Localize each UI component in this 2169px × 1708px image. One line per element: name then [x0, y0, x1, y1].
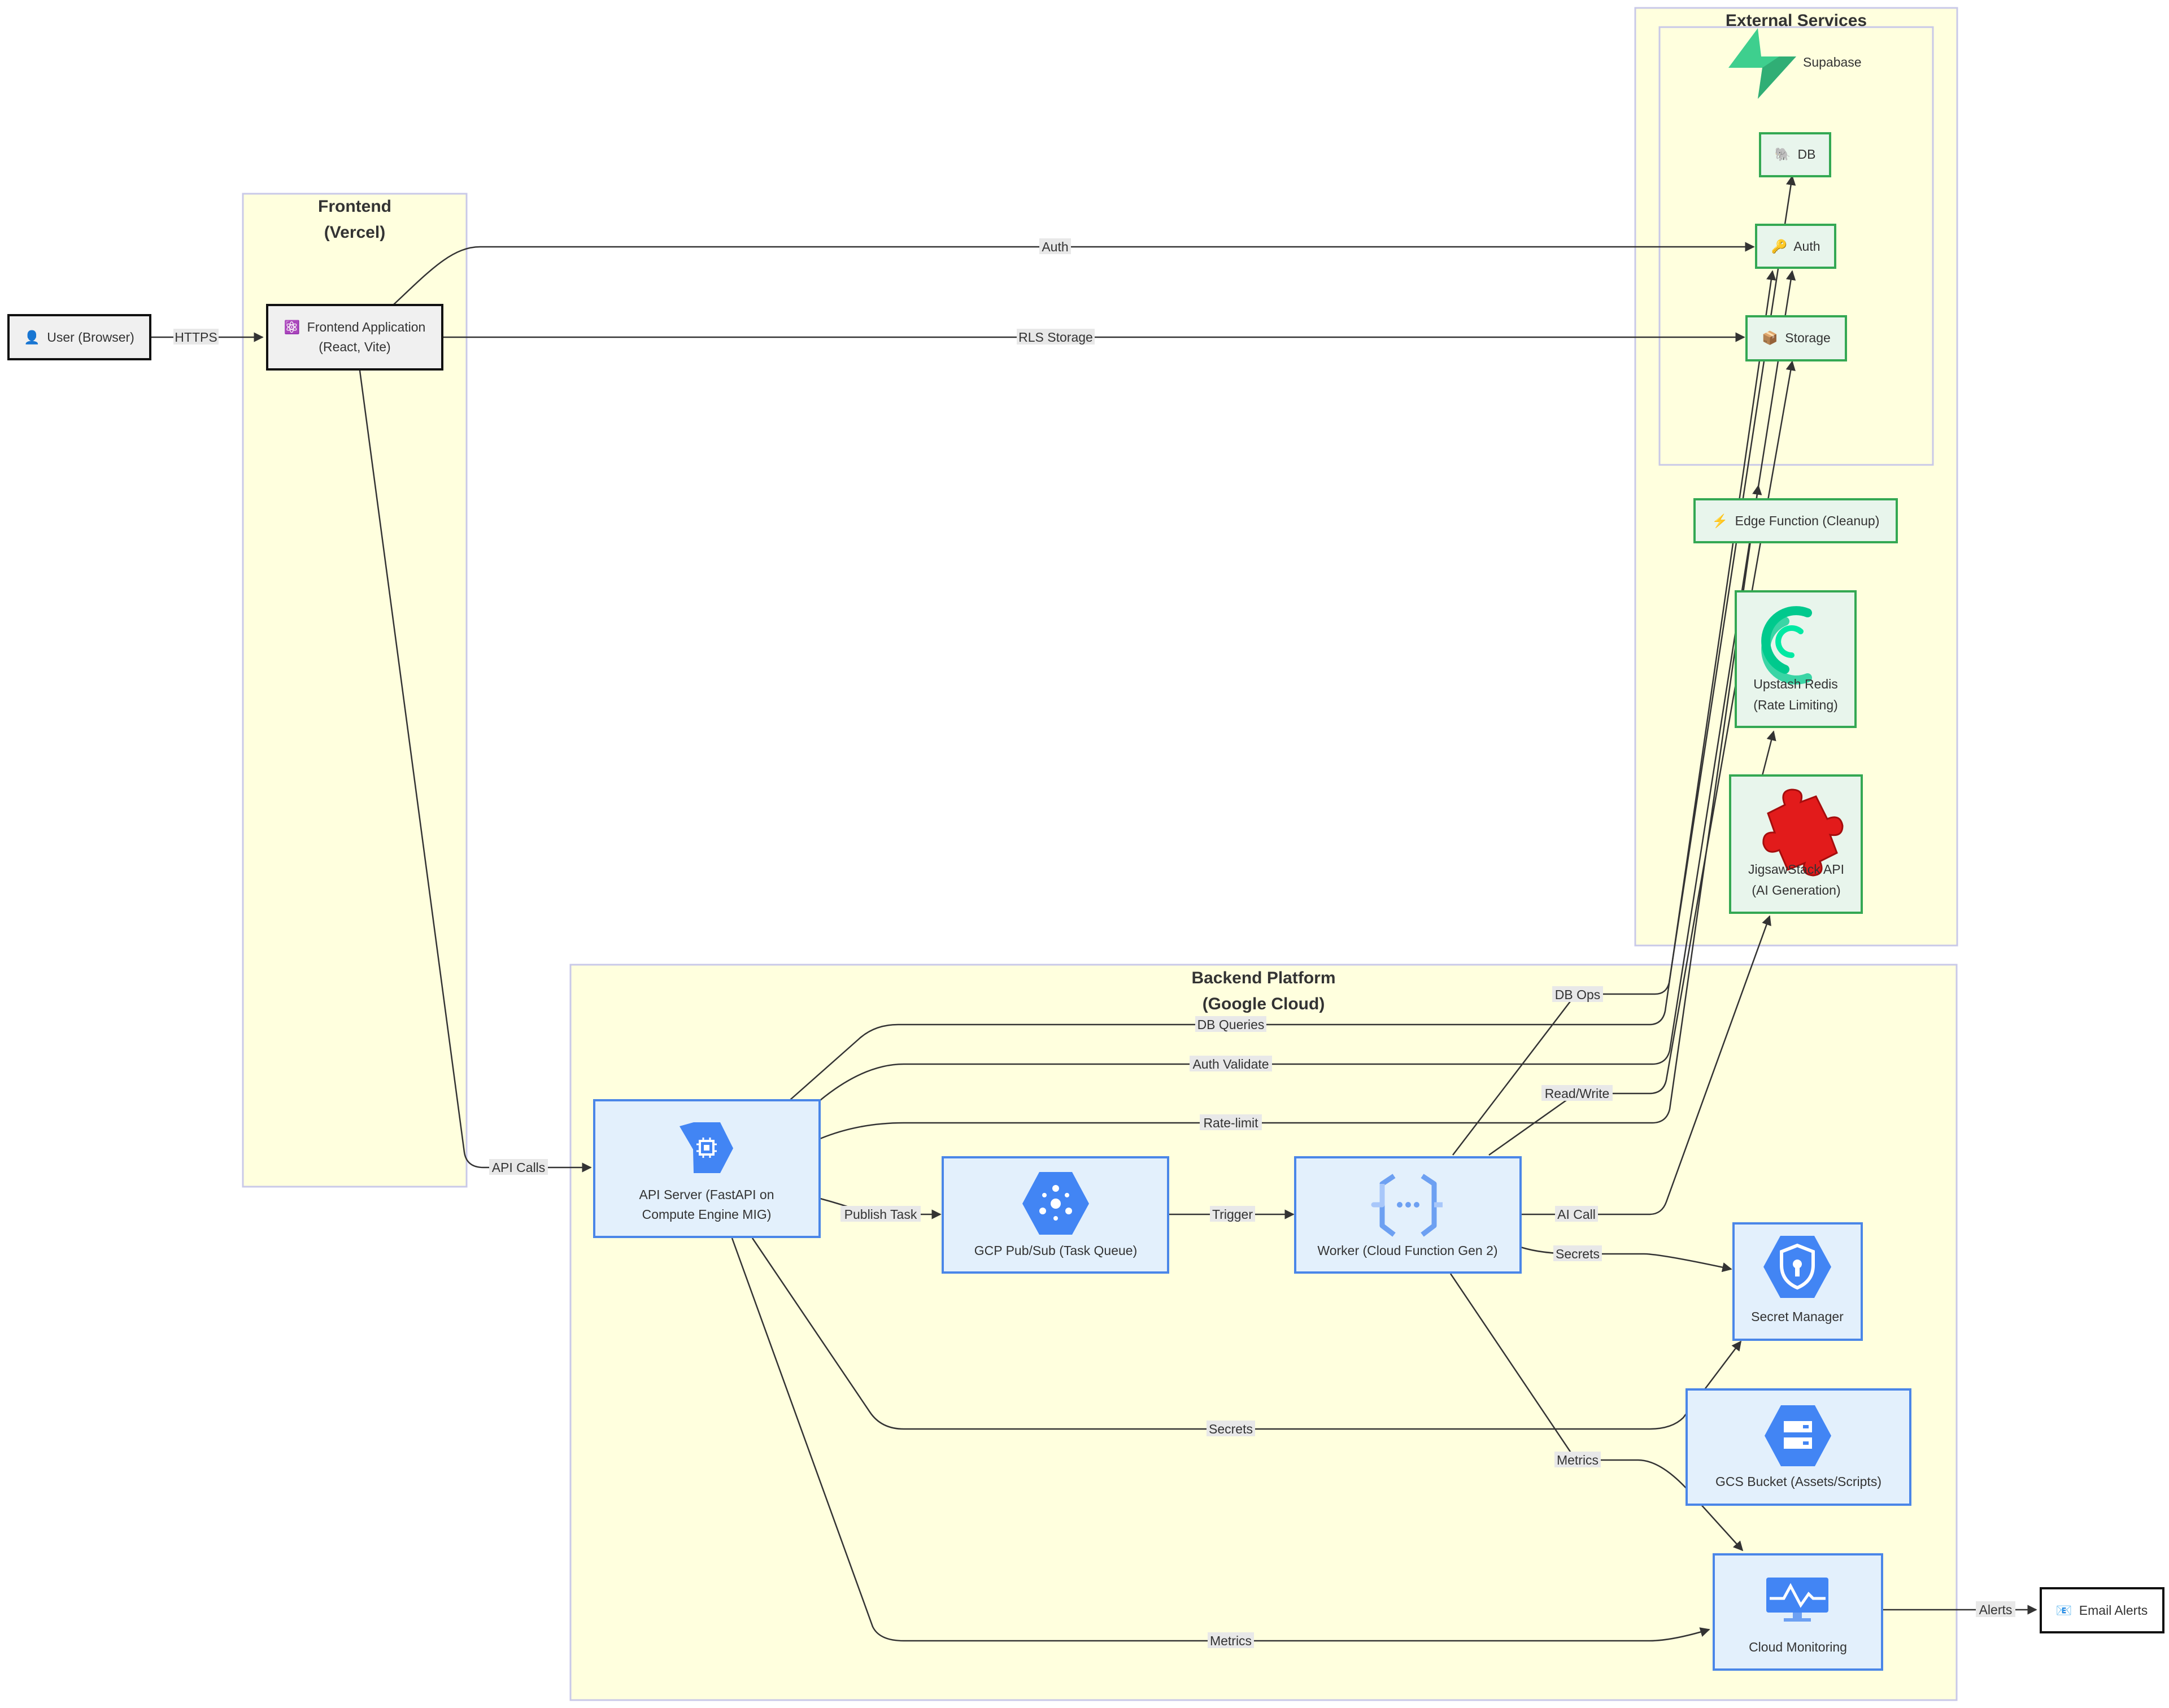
edge-label-ai-call: AI Call	[1557, 1207, 1596, 1222]
postgres-icon: 🐘	[1775, 147, 1791, 162]
svg-text:📦 Storage: 📦 Storage	[1762, 330, 1831, 346]
frontend-app-node[interactable]: ⚛️ Frontend Application (React, Vite)	[266, 304, 443, 371]
pubsub-node[interactable]: GCP Pub/Sub (Task Queue)	[942, 1156, 1169, 1274]
redis-node[interactable]: Upstash Redis (Rate Limiting)	[1735, 590, 1857, 728]
auth-node[interactable]: 🔑 Auth	[1755, 224, 1836, 269]
cloud-storage-icon	[1765, 1405, 1831, 1466]
edge-label-metrics-worker: Metrics	[1557, 1453, 1599, 1467]
edge-metrics-api	[731, 1238, 1710, 1642]
frontend-app-label-line1: Frontend Application	[307, 320, 426, 334]
email-alerts-node[interactable]: 📧 Email Alerts	[2040, 1587, 2164, 1633]
edge-label-auth: Auth	[1042, 239, 1068, 254]
svg-text:🐘 DB: 🐘 DB	[1775, 147, 1816, 162]
secret-manager-node[interactable]: Secret Manager	[1732, 1222, 1863, 1341]
cloud-functions-icon	[1371, 1174, 1443, 1237]
edge-label-db-ops: DB Ops	[1555, 987, 1601, 1002]
user-node[interactable]: 👤 User (Browser)	[7, 314, 151, 360]
edge-labels: HTTPS Auth RLS Storage API Calls DB Ops …	[173, 238, 2015, 1648]
svg-text:👤 User (Browser): 👤 User (Browser)	[24, 330, 134, 345]
svg-text:⚛️ Frontend Application: ⚛️ Frontend Application	[284, 320, 426, 335]
edge-secrets-worker	[1520, 1246, 1732, 1273]
jigsaw-label-line2: (AI Generation)	[1752, 883, 1840, 897]
email-icon: 📧	[2056, 1603, 2072, 1618]
email-alerts-label: Email Alerts	[2079, 1603, 2148, 1618]
edge-function-label: Edge Function (Cleanup)	[1735, 513, 1880, 528]
secret-manager-label: Secret Manager	[1751, 1309, 1844, 1324]
edge-label-trigger: Trigger	[1212, 1207, 1253, 1222]
edge-label-secrets-worker: Secrets	[1556, 1247, 1600, 1261]
edge-label-read-write: Read/Write	[1545, 1086, 1610, 1101]
user-label: User (Browser)	[47, 330, 134, 345]
key-icon: 🔑	[1771, 238, 1787, 254]
api-server-label-line2: Compute Engine MIG)	[642, 1207, 772, 1222]
backend-cluster-subtitle: (Google Cloud)	[1203, 995, 1325, 1013]
edge-db-queries	[789, 270, 1776, 1101]
pubsub-label: GCP Pub/Sub (Task Queue)	[974, 1243, 1138, 1258]
edge-ai-call	[1521, 915, 1771, 1215]
api-server-label-line1: API Server (FastAPI on	[639, 1187, 774, 1202]
monitoring-node[interactable]: Cloud Monitoring	[1713, 1553, 1883, 1671]
edge-read-write	[1488, 360, 1796, 1156]
edge-label-alerts: Alerts	[1979, 1602, 2013, 1617]
edge-redis-jigsaw	[1761, 730, 1776, 776]
user-icon: 👤	[24, 330, 40, 345]
db-node[interactable]: 🐘 DB	[1759, 132, 1831, 177]
edge-api-calls	[359, 370, 592, 1173]
edge-label-https: HTTPS	[175, 330, 217, 345]
edge-function-node[interactable]: ⚡ Edge Function (Cleanup)	[1693, 498, 1898, 543]
api-server-node[interactable]: API Server (FastAPI on Compute Engine MI…	[593, 1099, 821, 1238]
svg-text:📧 Email Alerts: 📧 Email Alerts	[2056, 1603, 2148, 1618]
frontend-app-label-line2: (React, Vite)	[319, 339, 390, 354]
edge-auth	[393, 242, 1755, 306]
edge-label-rate-limit: Rate-limit	[1203, 1116, 1258, 1130]
supabase-logo	[1728, 28, 1796, 99]
edge-rate-limit	[820, 485, 1762, 1140]
cloud-monitoring-icon	[1766, 1578, 1828, 1622]
react-icon: ⚛️	[284, 320, 300, 335]
puzzle-piece-icon	[1762, 788, 1844, 877]
gcs-node[interactable]: GCS Bucket (Assets/Scripts)	[1685, 1388, 1911, 1506]
storage-label: Storage	[1785, 330, 1831, 345]
storage-node[interactable]: 📦 Storage	[1745, 315, 1847, 361]
frontend-cluster-subtitle: (Vercel)	[324, 223, 385, 242]
monitoring-label: Cloud Monitoring	[1749, 1640, 1847, 1654]
edge-secrets-api	[751, 1238, 1742, 1430]
backend-cluster-title: Backend Platform	[1191, 969, 1335, 987]
edge-label-rls-storage: RLS Storage	[1018, 330, 1093, 345]
auth-label: Auth	[1793, 239, 1820, 254]
db-label: DB	[1798, 147, 1816, 162]
gcs-label: GCS Bucket (Assets/Scripts)	[1715, 1474, 1881, 1489]
edge-label-metrics-api: Metrics	[1210, 1633, 1252, 1648]
edge-label-publish-task: Publish Task	[844, 1207, 917, 1222]
frontend-cluster-title: Frontend	[318, 197, 391, 216]
redis-label-line2: (Rate Limiting)	[1753, 698, 1838, 712]
lightning-icon: ⚡	[1712, 513, 1728, 529]
edge-label-api-calls: API Calls	[492, 1160, 546, 1175]
worker-label: Worker (Cloud Function Gen 2)	[1317, 1243, 1497, 1258]
secret-manager-icon	[1763, 1236, 1831, 1298]
svg-text:🔑 Auth: 🔑 Auth	[1771, 238, 1820, 254]
compute-engine-icon	[680, 1122, 733, 1173]
jigsaw-node[interactable]: JigsawStack API (AI Generation)	[1729, 774, 1863, 914]
package-icon: 📦	[1762, 330, 1778, 346]
edge-label-db-queries: DB Queries	[1197, 1017, 1265, 1032]
edge-metrics-worker	[1449, 1273, 1744, 1552]
worker-node[interactable]: Worker (Cloud Function Gen 2)	[1294, 1156, 1522, 1274]
edge-auth-validate	[820, 270, 1796, 1101]
edge-label-secrets-api: Secrets	[1209, 1422, 1253, 1436]
svg-text:⚡ Edge Function (Cleanup: ⚡ Edge Function (Cleanup)	[1712, 513, 1880, 529]
supabase-label: Supabase	[1803, 55, 1862, 69]
pubsub-icon	[1022, 1172, 1089, 1235]
jigsaw-label-line1: JigsawStack API	[1748, 862, 1844, 877]
edge-label-auth-validate: Auth Validate	[1192, 1057, 1269, 1071]
upstash-logo	[1761, 606, 1812, 685]
redis-label-line1: Upstash Redis	[1753, 677, 1838, 691]
